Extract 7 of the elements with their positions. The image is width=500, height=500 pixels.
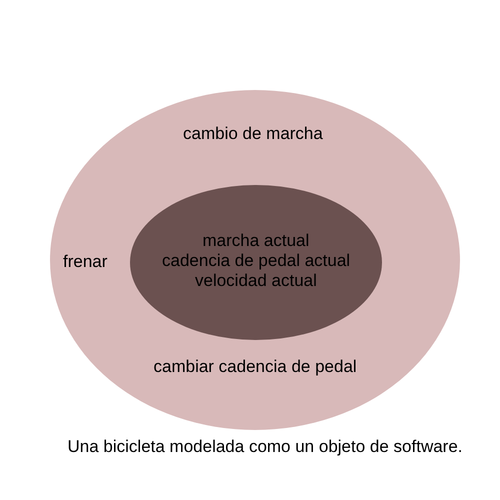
ellipse-text: cadencia de pedal actual xyxy=(162,251,350,271)
ellipse-text: cambio de marcha xyxy=(183,124,323,144)
caption: Una bicicleta modelada como un objeto de software. xyxy=(68,437,463,457)
ellipse-text: frenar xyxy=(63,252,108,272)
ellipse-text: marcha actual xyxy=(202,231,310,251)
ellipse-text: velocidad actual xyxy=(195,271,317,291)
ellipse-text: cambiar cadencia de pedal xyxy=(154,357,357,377)
